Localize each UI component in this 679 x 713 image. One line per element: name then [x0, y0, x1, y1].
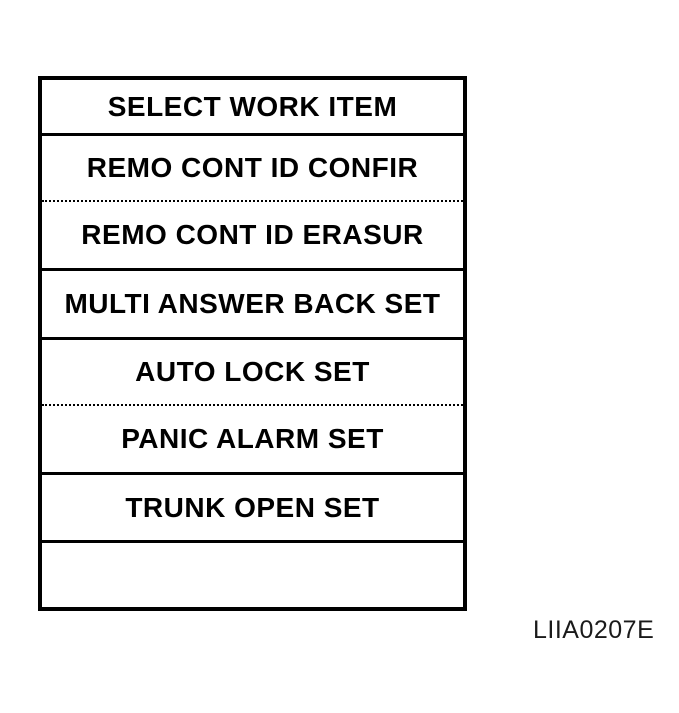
menu-item-trunk-open-set[interactable]: TRUNK OPEN SET — [42, 472, 463, 540]
menu-item-panic-alarm-set[interactable]: PANIC ALARM SET — [42, 404, 463, 472]
menu-item-auto-lock-set[interactable]: AUTO LOCK SET — [42, 337, 463, 404]
empty-menu-slot — [42, 540, 463, 607]
select-work-item-screen: SELECT WORK ITEM REMO CONT ID CONFIR REM… — [38, 76, 467, 611]
menu-item-remo-cont-id-confir[interactable]: REMO CONT ID CONFIR — [42, 133, 463, 200]
menu-item-remo-cont-id-erasur[interactable]: REMO CONT ID ERASUR — [42, 200, 463, 268]
screen-title: SELECT WORK ITEM — [107, 90, 398, 122]
menu-item-multi-answer-back-set[interactable]: MULTI ANSWER BACK SET — [42, 268, 463, 337]
figure-code-label: LIIA0207E — [533, 616, 655, 644]
